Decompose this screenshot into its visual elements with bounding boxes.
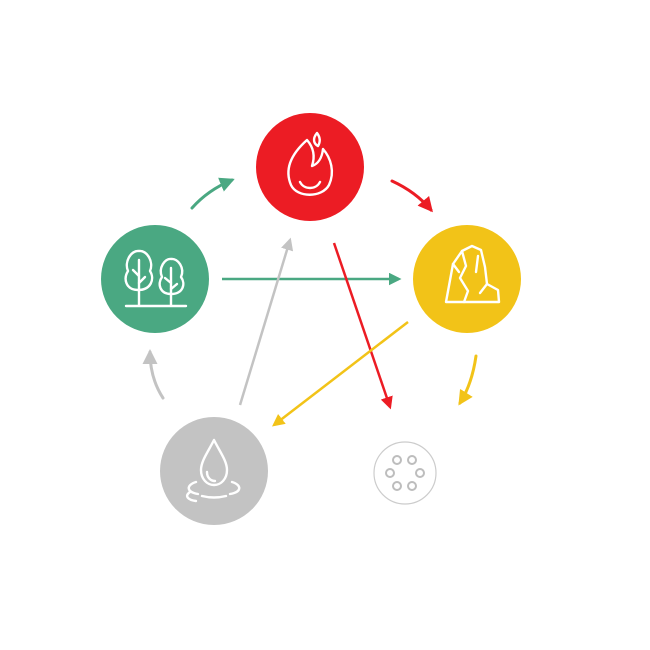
arrow-wood-to-fire: [190, 177, 235, 210]
arrow-earth-to-metal: [458, 354, 478, 406]
node-metal: [373, 441, 437, 505]
flame-icon: [287, 131, 334, 196]
ore-ring-icon: [385, 455, 425, 491]
arrow-fire-to-metal: [332, 242, 393, 410]
node-wood: [101, 225, 209, 333]
node-earth: [413, 225, 521, 333]
rock-icon: [444, 244, 501, 304]
arrow-water-to-wood: [142, 349, 165, 400]
arrow-water-to-fire: [238, 237, 294, 406]
water-drop-icon: [185, 438, 241, 503]
node-fire: [256, 113, 364, 221]
node-water: [160, 417, 268, 525]
arrow-fire-to-earth: [390, 179, 433, 213]
trees-icon: [124, 249, 188, 308]
arrow-earth-to-water: [272, 321, 409, 427]
